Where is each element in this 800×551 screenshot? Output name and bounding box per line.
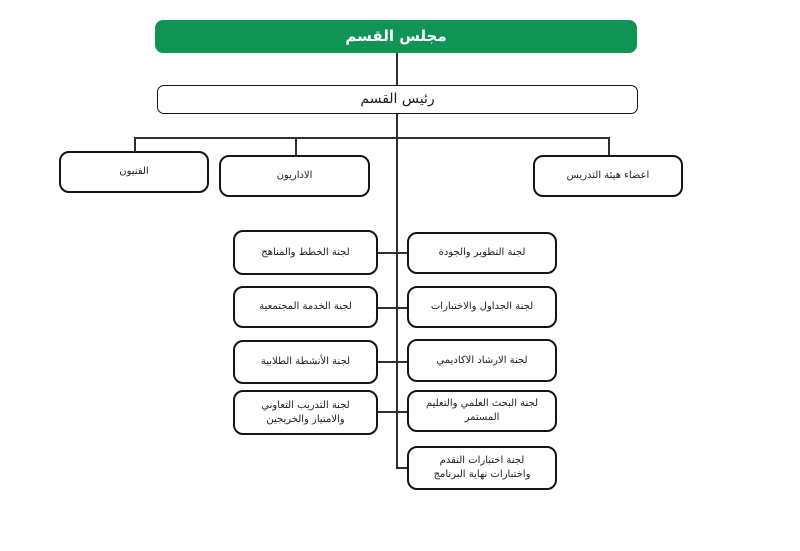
connector-row2	[378, 307, 407, 309]
connector-trunk-vertical	[396, 137, 398, 468]
node-committee-plans-curricula: لجنة الخطط والمناهج	[233, 230, 378, 275]
node-technicians: الفنيون	[59, 151, 209, 193]
node-committee-progress-final-exams: لجنة اختبارات التقدم واختبارات نهاية الب…	[407, 446, 557, 490]
connector-root-head	[396, 53, 398, 85]
connector-row1	[378, 252, 407, 254]
node-committee-research-continuing-education: لجنة البحث العلمي والتعليم المستمر	[407, 390, 557, 432]
node-department-head: رئيس القسم	[157, 85, 638, 114]
connector-bus-horizontal	[134, 137, 609, 139]
connector-head-bus	[396, 114, 398, 137]
connector-row4	[378, 411, 407, 413]
node-committee-academic-advising: لجنة الارشاد الاكاديمي	[407, 339, 557, 382]
connector-row3	[378, 361, 407, 363]
connector-drop-administrators	[295, 137, 297, 155]
node-committee-development-quality: لجنة التطوير والجودة	[407, 232, 557, 274]
node-faculty-members: اعضاء هيئة التدريس	[533, 155, 683, 197]
node-administrators: الاداريون	[219, 155, 370, 197]
connector-drop-technicians	[134, 137, 136, 151]
node-committee-coop-training-graduates: لجنة التدريب التعاوني والامتياز والخريجي…	[233, 390, 378, 435]
connector-drop-faculty	[608, 137, 610, 155]
node-committee-student-activities: لجنة الأنشطة الطلابية	[233, 340, 378, 384]
node-department-council: مجلس القسم	[155, 20, 637, 53]
node-committee-community-service: لجنة الخدمة المجتمعية	[233, 286, 378, 328]
connector-row5	[396, 467, 407, 469]
node-committee-schedules-exams: لجنة الجداول والاختبارات	[407, 286, 557, 328]
